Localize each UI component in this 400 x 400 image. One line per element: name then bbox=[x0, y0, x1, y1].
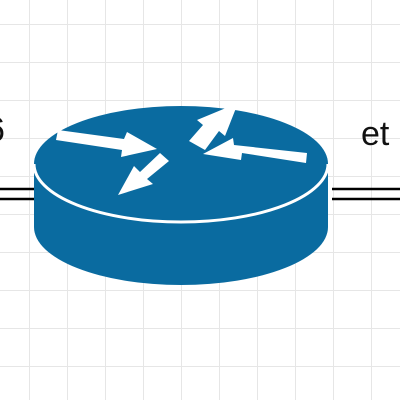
router-top bbox=[34, 106, 328, 222]
router-rim bbox=[32, 163, 330, 224]
link-left[interactable] bbox=[0, 187, 40, 201]
link-label-left: 6 bbox=[0, 113, 5, 147]
arrow-in-left-icon bbox=[203, 138, 307, 163]
link-label-right: et bbox=[361, 115, 390, 153]
arrow-out-up-right-icon bbox=[189, 103, 238, 150]
router-arrows bbox=[56, 103, 307, 195]
router-icon[interactable] bbox=[32, 103, 330, 285]
link-right[interactable] bbox=[332, 187, 400, 201]
arrow-in-right-icon bbox=[56, 130, 157, 157]
arrow-out-down-left-icon bbox=[118, 153, 169, 195]
